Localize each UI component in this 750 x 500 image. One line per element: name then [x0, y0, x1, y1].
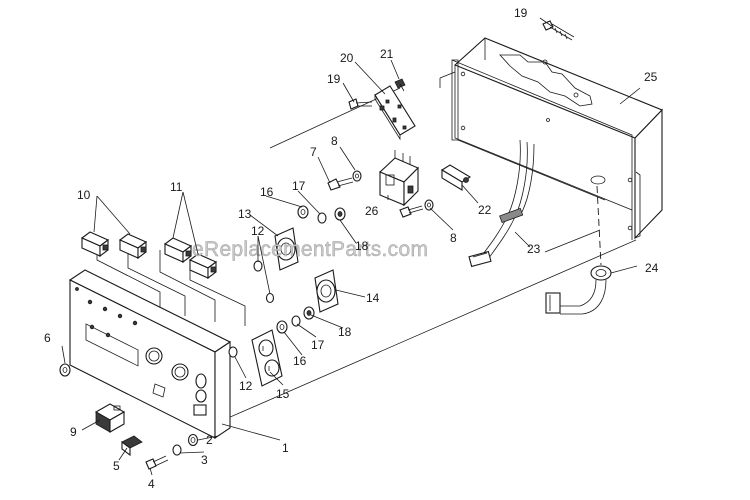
- callout-19-top: 19: [514, 6, 528, 20]
- callout-17-upper: 17: [292, 179, 306, 193]
- wire-harness: [468, 139, 535, 268]
- screw-bracket: [399, 205, 424, 218]
- relay: [379, 150, 419, 207]
- screw-board: [348, 98, 373, 110]
- callout-18-upper: 18: [355, 239, 369, 253]
- circuit-board: [374, 85, 416, 141]
- callout-24: 24: [645, 261, 659, 275]
- callout-13: 13: [238, 207, 252, 221]
- callout-11: 11: [170, 180, 183, 194]
- callout-21: 21: [380, 47, 394, 61]
- callout-22: 22: [478, 203, 492, 217]
- callout-6: 6: [44, 331, 51, 345]
- callout-25: 25: [644, 70, 658, 84]
- breaker-10a: [80, 231, 110, 258]
- callout-17-lower: 17: [311, 338, 325, 352]
- callout-labels: 19 20 21 19 25 8 7 26 22 8 23 24 10 11 1…: [44, 6, 659, 491]
- hardware-set-lower: [228, 306, 315, 358]
- leader-lines: [61, 17, 641, 476]
- washer-3: [172, 444, 182, 456]
- bracket: [440, 164, 472, 191]
- callout-4: 4: [148, 477, 155, 491]
- receptacle-15: [251, 329, 283, 387]
- callout-18-lower: 18: [338, 325, 352, 339]
- callout-3: 3: [201, 453, 208, 467]
- nut-2: [187, 433, 199, 447]
- screw-relay: [327, 177, 354, 191]
- front-panel: [68, 269, 232, 440]
- grommet-wire: [545, 265, 612, 315]
- screw-4: [145, 455, 169, 470]
- nut-6: [59, 363, 71, 377]
- grommet-path: [596, 185, 602, 266]
- callout-5: 5: [113, 459, 120, 473]
- receptacle-14: [314, 269, 339, 313]
- callout-12-lower: 12: [239, 379, 253, 393]
- callout-15: 15: [276, 387, 290, 401]
- watermark: eReplacementParts.com: [192, 238, 428, 261]
- callout-26: 26: [365, 204, 379, 218]
- callout-14: 14: [366, 291, 380, 305]
- standoff: [394, 78, 406, 92]
- callout-7: 7: [310, 145, 317, 159]
- control-box-housing: [214, 37, 663, 419]
- toggle-switch: [121, 435, 143, 457]
- washer-bracket: [424, 199, 434, 211]
- breaker-10b: [118, 233, 148, 260]
- callout-8-relay: 8: [331, 134, 338, 148]
- breaker-11a: [163, 237, 193, 264]
- callout-19-board: 19: [327, 72, 341, 86]
- receptacle-13: [274, 227, 299, 271]
- breaker-11b: [188, 253, 218, 280]
- callout-8-bracket: 8: [450, 231, 457, 245]
- callout-12-upper: 12: [251, 224, 265, 238]
- hardware-set-upper: [253, 205, 346, 304]
- rocker-switch: [94, 403, 126, 433]
- washer-relay: [352, 170, 362, 182]
- callout-20: 20: [340, 51, 354, 65]
- callout-23: 23: [527, 242, 541, 256]
- callout-1: 1: [282, 441, 289, 455]
- callout-2: 2: [206, 433, 213, 447]
- screw-top: [542, 20, 575, 41]
- callout-10: 10: [77, 188, 91, 202]
- callout-16-upper: 16: [260, 185, 274, 199]
- callout-16-lower: 16: [293, 354, 307, 368]
- callout-9: 9: [70, 425, 77, 439]
